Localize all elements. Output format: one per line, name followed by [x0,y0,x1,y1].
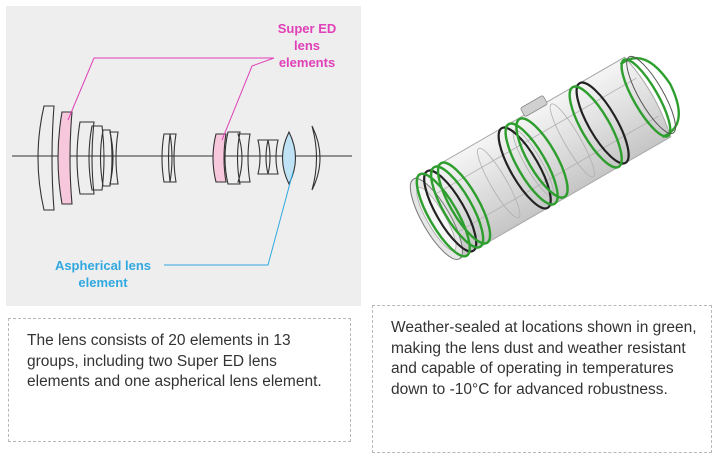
barrel-ring-3 [575,81,630,165]
lens-element-1 [37,105,55,211]
lens-element-13 [267,139,279,175]
lens-elements-diagram [12,57,352,266]
super-ed-leader-line-1 [67,57,274,121]
lens-element-7 [161,133,171,183]
lens-diagram-panel: Super ED lens elements Aspherical lens e… [6,6,361,306]
lens-element-10 [224,131,241,185]
aspherical-leader-line [164,171,294,266]
aspherical-callout-label: Aspherical lens element [54,258,152,290]
lens-element-6 [109,131,119,185]
lens-element-12 [257,139,269,175]
lens-mount [626,55,676,135]
weather-sealing-caption: Weather-sealed at locations shown in gre… [372,305,712,453]
weather-seal-3 [436,161,492,245]
super-ed-element-2 [212,133,227,183]
lens-element-8 [169,133,177,183]
super-ed-leader-line-2 [221,57,275,141]
lens-element-3 [76,121,95,195]
lens-element-11 [237,133,251,183]
lens-element-4 [88,125,105,191]
super-ed-callout-label: Super ED lens elements [277,21,337,70]
weather-seal-front [415,172,471,258]
weather-seal-mount [619,56,680,138]
weather-seal-2 [429,165,485,249]
weather-seal-5 [515,117,569,199]
weather-seal-rear [620,58,672,138]
barrel-ring-1 [423,169,478,253]
lens-element-15 [311,125,321,191]
weather-sealing-diagram [409,55,680,260]
weather-seal-4 [504,122,559,206]
weather-seal-6 [568,85,623,169]
aspherical-element [281,130,297,186]
lens-element-5 [99,129,113,187]
switch-panel [520,95,548,117]
super-ed-element-1 [57,111,73,205]
barrel-ring-2 [497,126,552,210]
lens-construction-caption: The lens consists of 20 elements in 13 g… [8,318,351,442]
